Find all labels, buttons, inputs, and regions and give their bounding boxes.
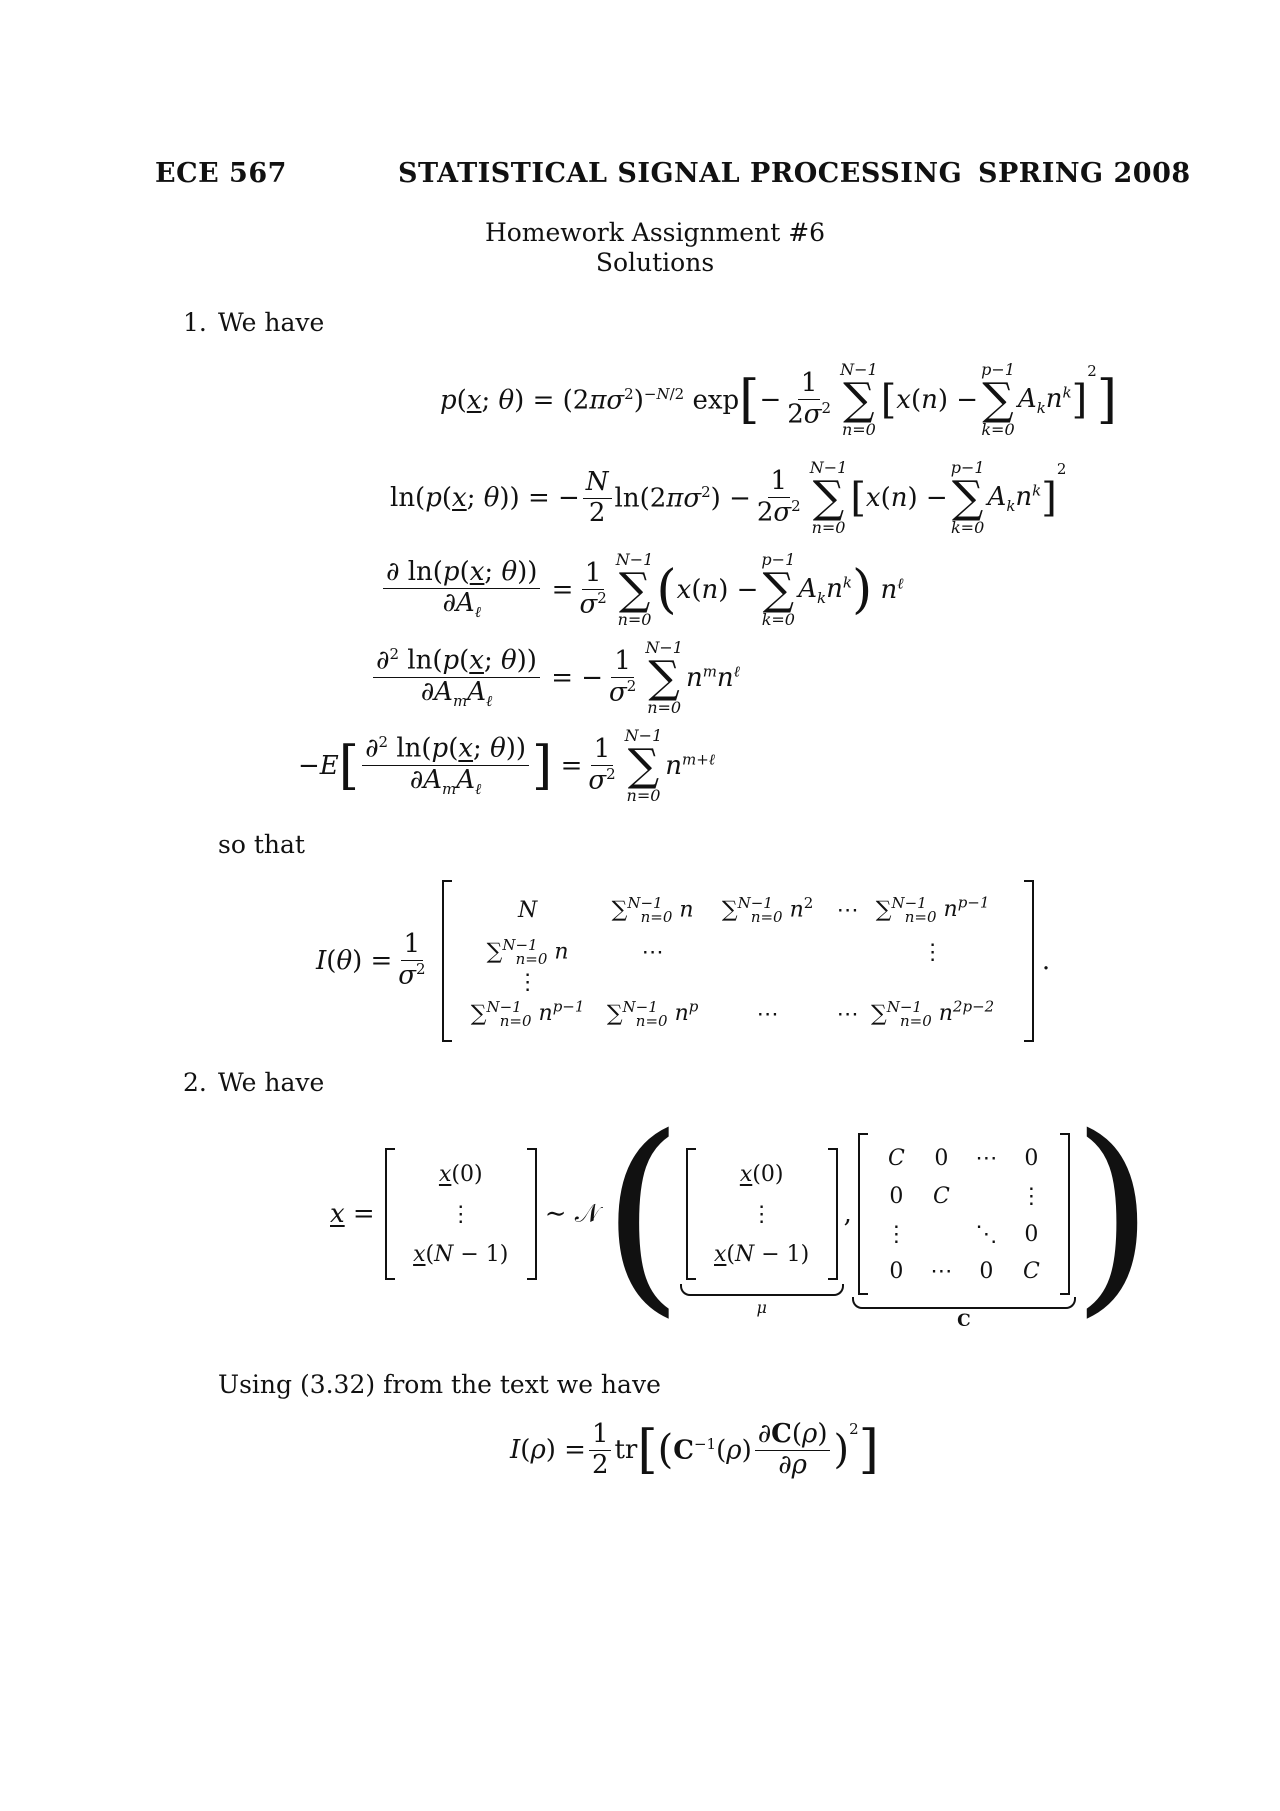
mu-underbrace [679, 1284, 844, 1296]
assignment-title: Homework Assignment #6 [484, 218, 826, 247]
c-underbrace [851, 1297, 1076, 1309]
problem-2-intro: We have [218, 1068, 325, 1097]
mu-label: μ [756, 1298, 767, 1317]
problem-1-intro: We have [218, 308, 325, 337]
solutions-label: Solutions [595, 248, 715, 277]
problem-2-number: 2. [183, 1068, 207, 1097]
problem-1-number: 1. [183, 308, 207, 337]
so-that-text: so that [218, 830, 305, 859]
term: SPRING 2008 [978, 158, 1191, 189]
equation-gaussian-vector: x = x(0) ⋮ x(N − 1) ∼ 𝒩 ( x(0) ⋮ x(N − 1… [330, 1091, 1154, 1336]
course-title: STATISTICAL SIGNAL PROCESSING [398, 158, 963, 189]
c-label: C [957, 1311, 971, 1331]
using-text: Using (3.32) from the text we have [218, 1370, 661, 1399]
course-code: ECE 567 [155, 158, 287, 189]
